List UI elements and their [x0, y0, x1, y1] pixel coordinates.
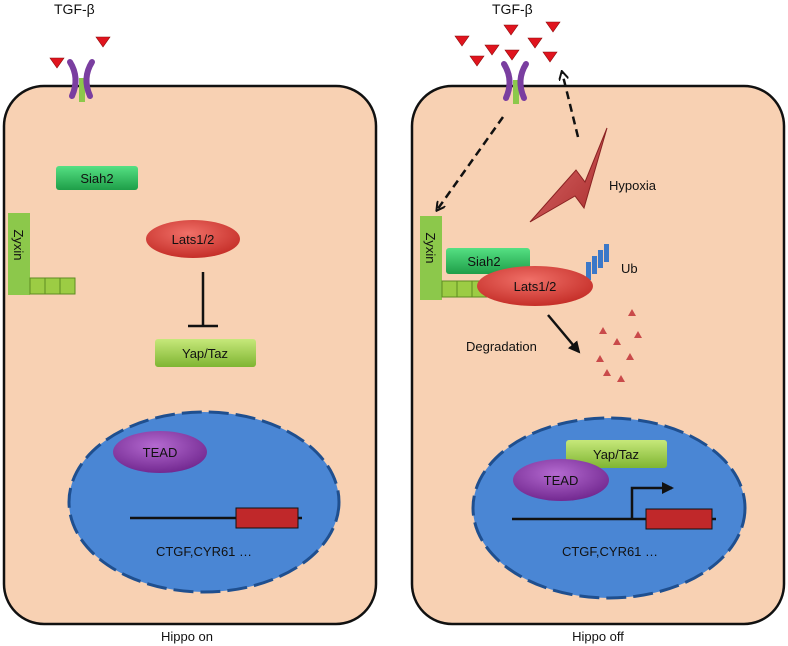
left-lats-ellipse [146, 220, 240, 258]
left-nucleus [67, 410, 341, 594]
right-lats-label: Lats1/2 [514, 279, 557, 294]
tgf-beta-ligand [542, 51, 558, 63]
left-zyxin-label: Zyxin [11, 229, 26, 260]
right-yap-taz-label: Yap/Taz [593, 447, 639, 462]
tgf-beta-ligand [95, 36, 111, 48]
left-tgf-beta-ligands [49, 36, 111, 69]
right-tgf-beta-receptor [501, 61, 529, 104]
left-yap-taz-label: Yap/Taz [182, 346, 228, 361]
left-siah2-label: Siah2 [80, 171, 113, 186]
right-zyxin-label: Zyxin [423, 232, 438, 263]
left-cell: TGF-β Siah2 Zyxin Lats1/2 [2, 1, 378, 644]
left-gene-box [235, 507, 299, 529]
left-tgf-beta-receptor [67, 59, 95, 102]
left-tead-label: TEAD [143, 445, 178, 460]
hypoxia-bolt-icon [529, 127, 608, 223]
ubiquitin-chain-icon [586, 244, 609, 280]
right-tead-ellipse [513, 459, 609, 501]
tgf-beta-ligand [503, 24, 519, 36]
tgf-beta-ligand [484, 44, 500, 56]
ubiquitin-label: Ub [621, 261, 638, 276]
signal-arrow-to-zyxin [437, 116, 505, 210]
tgf-beta-ligand [469, 55, 485, 67]
left-yap-taz-box [155, 339, 256, 367]
transcription-arrow [630, 482, 674, 519]
right-lats-ellipse [477, 266, 593, 306]
right-tgf-beta-label: TGF-β [492, 1, 533, 17]
left-tead-ellipse [113, 431, 207, 473]
right-caption: Hippo off [572, 629, 624, 644]
right-yap-taz-box [566, 440, 667, 468]
tgf-beta-ligand [545, 21, 561, 33]
right-tead-label: TEAD [544, 473, 579, 488]
hypoxia-label: Hypoxia [609, 178, 657, 193]
left-siah2-box [56, 166, 138, 190]
left-genes-label: CTGF,CYR61 … [156, 544, 252, 559]
hypoxia-arrow-to-tgf [562, 72, 580, 138]
left-caption: Hippo on [161, 629, 213, 644]
degradation-label: Degradation [466, 339, 537, 354]
right-gene-box [645, 508, 713, 530]
right-siah2-box [446, 248, 530, 274]
tgf-beta-ligand [504, 49, 520, 61]
left-lats-label: Lats1/2 [172, 232, 215, 247]
right-cell: TGF-β Hypoxia Zyxin [410, 1, 786, 644]
right-genes-label: CTGF,CYR61 … [562, 544, 658, 559]
right-tgf-beta-ligands [454, 21, 561, 67]
degradation-fragments [596, 309, 642, 382]
left-tgf-beta-label: TGF-β [54, 1, 95, 17]
left-zyxin: Zyxin [8, 213, 76, 295]
right-siah2-label: Siah2 [467, 254, 500, 269]
tgf-beta-ligand [49, 57, 65, 69]
tgf-beta-ligand [454, 35, 470, 47]
tgf-beta-ligand [527, 37, 543, 49]
left-inhibition-arrow [188, 272, 218, 328]
degradation-arrow [547, 314, 581, 354]
